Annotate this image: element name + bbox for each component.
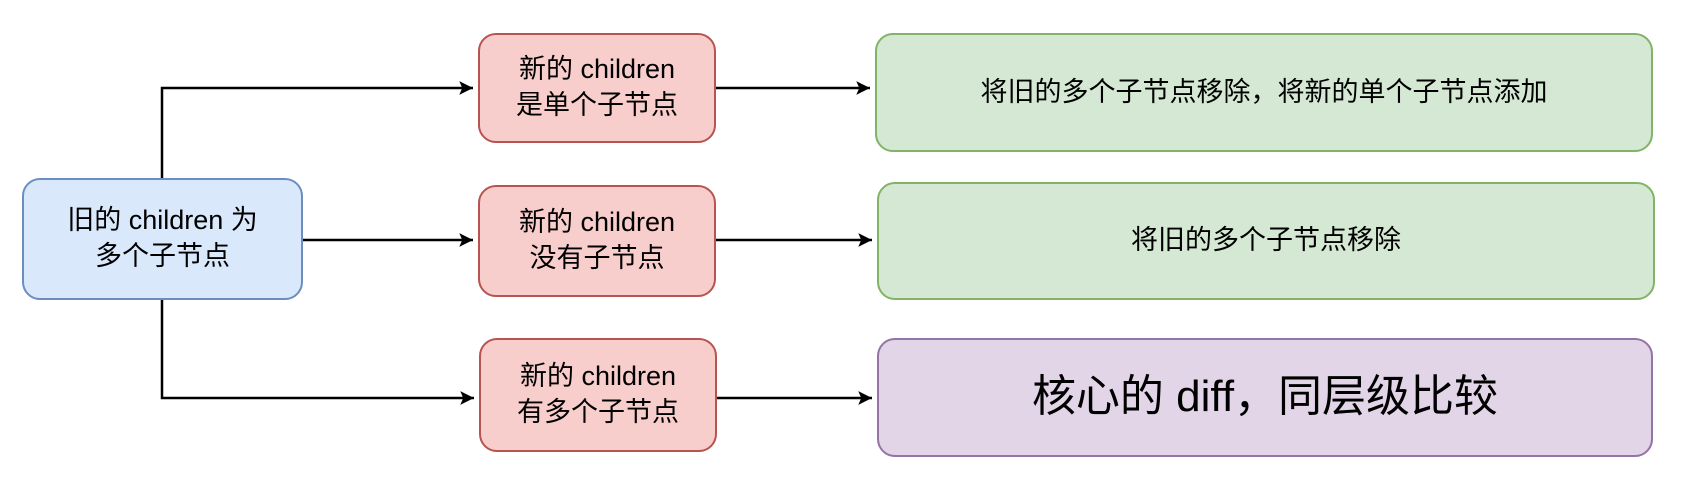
node-new-multiple-children: 新的 children 有多个子节点 bbox=[479, 338, 717, 452]
node-label-line: 新的 children bbox=[518, 54, 676, 85]
node-action-remove-old: 将旧的多个子节点移除 bbox=[877, 182, 1655, 300]
node-label-line: 旧的 children 为 bbox=[67, 205, 258, 236]
node-action-core-diff: 核心的 diff，同层级比较 bbox=[877, 338, 1653, 457]
node-action-remove-and-add: 将旧的多个子节点移除，将新的单个子节点添加 bbox=[875, 33, 1653, 152]
node-label: 将旧的多个子节点移除，将新的单个子节点添加 bbox=[980, 76, 1548, 107]
connector-old-to-new-single bbox=[160, 81, 473, 178]
node-label-line: 有多个子节点 bbox=[517, 397, 679, 427]
connector-old-to-new-multiple bbox=[160, 300, 474, 405]
node-new-single-child: 新的 children 是单个子节点 bbox=[478, 33, 716, 143]
node-label-line: 多个子节点 bbox=[95, 241, 230, 271]
node-old-children: 旧的 children 为 多个子节点 bbox=[22, 178, 303, 300]
node-new-no-child: 新的 children 没有子节点 bbox=[478, 185, 716, 297]
node-label: 核心的 diff，同层级比较 bbox=[1031, 372, 1499, 422]
node-label-line: 新的 children bbox=[518, 207, 676, 238]
node-label-line: 是单个子节点 bbox=[516, 90, 678, 120]
node-label: 将旧的多个子节点移除 bbox=[1131, 225, 1401, 256]
node-label-line: 新的 children bbox=[519, 361, 677, 392]
node-label-line: 没有子节点 bbox=[529, 243, 665, 273]
